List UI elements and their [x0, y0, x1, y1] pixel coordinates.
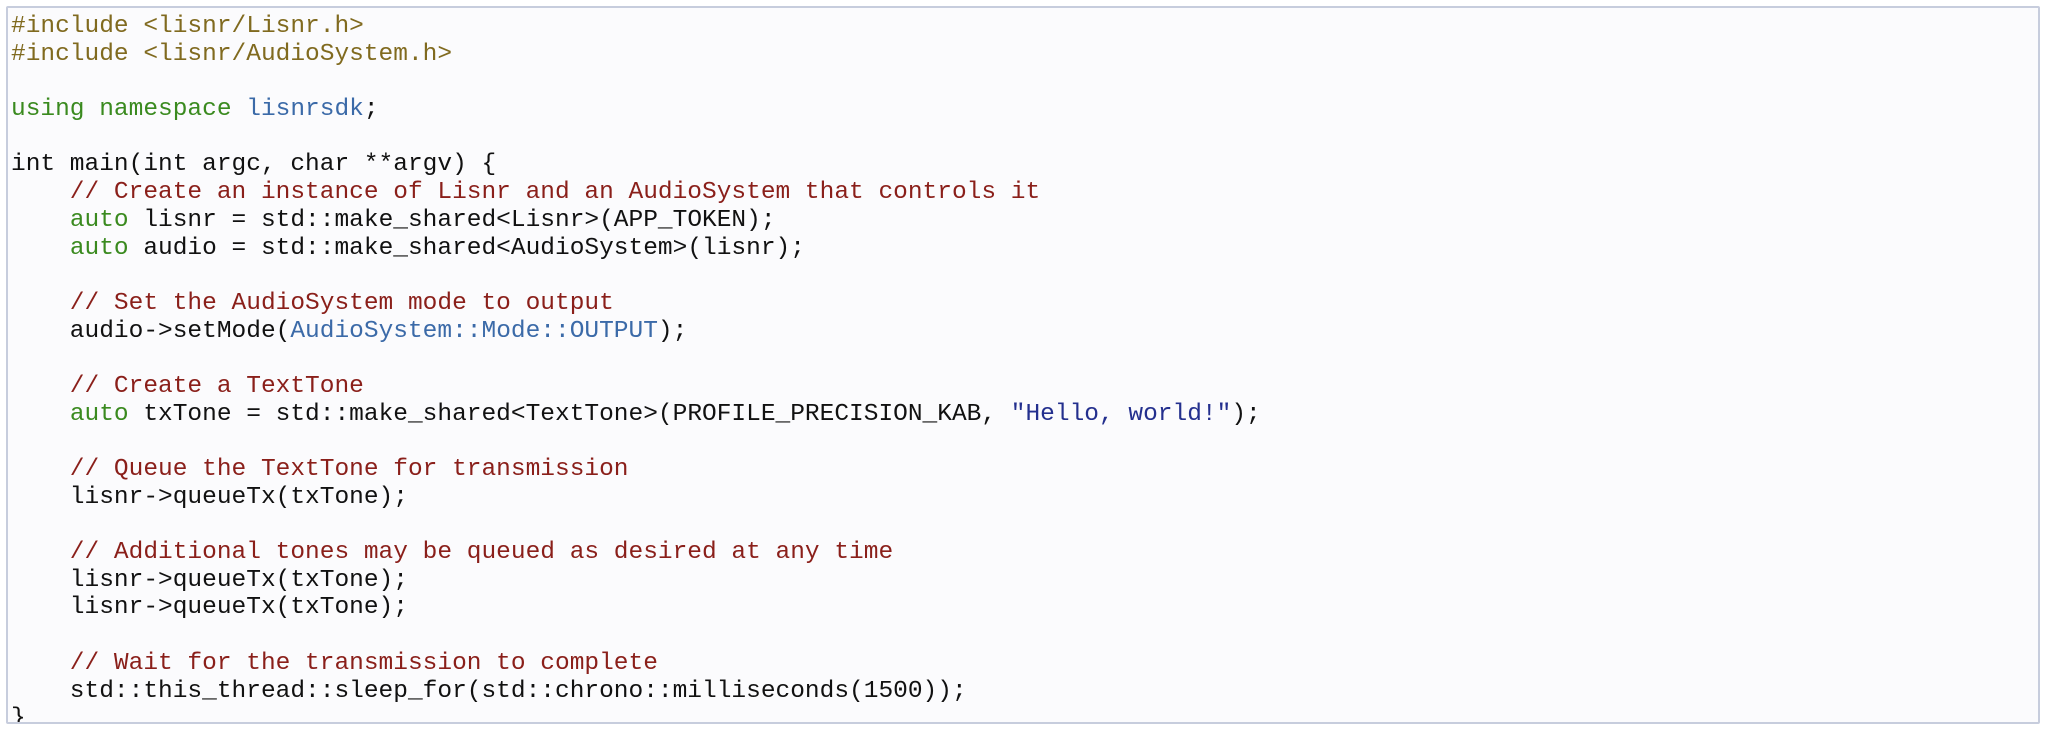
code-block: #include <lisnr/Lisnr.h>#include <lisnr/…: [6, 6, 2040, 724]
code-token: audio->setMode(: [11, 317, 291, 345]
code-token: );: [657, 317, 688, 345]
code-token: // Create a TextTone: [11, 372, 364, 400]
code-token: [11, 401, 70, 428]
code-line: [11, 124, 1261, 152]
code-line: [11, 345, 1261, 373]
code-token: std::this_thread::sleep_for(std::chrono:…: [11, 677, 967, 705]
code-line: std::this_thread::sleep_for(std::chrono:…: [11, 678, 1261, 706]
code-token: ;: [363, 96, 379, 124]
code-line: // Additional tones may be queued as des…: [11, 539, 1261, 567]
code-line: }: [11, 705, 1261, 724]
code-token: // Additional tones may be queued as des…: [11, 539, 894, 567]
code-line: // Create a TextTone: [11, 373, 1261, 401]
code-token: lisnr->queueTx(txTone);: [11, 483, 408, 511]
code-token: [11, 207, 70, 234]
code-line: [11, 428, 1261, 456]
code-token: lisnr->queueTx(txTone);: [11, 566, 408, 594]
code-token: auto: [69, 206, 129, 234]
code-line: // Set the AudioSystem mode to output: [11, 290, 1261, 318]
code-line: [11, 622, 1261, 650]
code-token: #include <lisnr/AudioSystem.h>: [11, 40, 453, 68]
code-token: AudioSystem::Mode::OUTPUT: [290, 317, 658, 345]
code-token: // Set the AudioSystem mode to output: [11, 289, 614, 317]
code-line: [11, 68, 1261, 96]
code-token: txTone = std::make_shared<TextTone>(PROF…: [128, 400, 1011, 428]
code-token: // Queue the TextTone for transmission: [11, 456, 629, 483]
code-token: lisnr->queueTx(txTone);: [11, 594, 408, 622]
code-line: audio->setMode(AudioSystem::Mode::OUTPUT…: [11, 318, 1261, 346]
code-token: lisnrsdk: [246, 96, 364, 124]
code-line: auto lisnr = std::make_shared<Lisnr>(APP…: [11, 207, 1261, 235]
code-line: [11, 262, 1261, 290]
code-token: auto: [69, 400, 129, 428]
code-line: lisnr->queueTx(txTone);: [11, 484, 1261, 512]
code-line: // Wait for the transmission to complete: [11, 650, 1261, 678]
code-line: int main(int argc, char **argv) {: [11, 151, 1261, 179]
code-token: using namespace: [11, 96, 232, 124]
code-token: }: [11, 705, 26, 724]
code-token: "Hello, world!": [1010, 400, 1232, 428]
code-line: lisnr->queueTx(txTone);: [11, 594, 1261, 622]
code-token: lisnr = std::make_shared<Lisnr>(APP_TOKE…: [128, 206, 776, 234]
code-token: #include <lisnr/Lisnr.h>: [11, 13, 364, 40]
code-line: auto audio = std::make_shared<AudioSyste…: [11, 235, 1261, 263]
code-token: // Wait for the transmission to complete: [11, 649, 658, 677]
code-line: // Create an instance of Lisnr and an Au…: [11, 179, 1261, 207]
code-token: [232, 96, 247, 123]
code-line: using namespace lisnrsdk;: [11, 96, 1261, 124]
code-line: // Queue the TextTone for transmission: [11, 456, 1261, 484]
code-line: lisnr->queueTx(txTone);: [11, 567, 1261, 595]
code-line: #include <lisnr/Lisnr.h>: [11, 13, 1261, 41]
code-token: int main(int argc, char **argv) {: [11, 151, 497, 179]
code-line: [11, 511, 1261, 539]
code-line: auto txTone = std::make_shared<TextTone>…: [11, 401, 1261, 429]
code-line: #include <lisnr/AudioSystem.h>: [11, 41, 1261, 69]
code-token: auto: [69, 234, 129, 262]
code-token: // Create an instance of Lisnr and an Au…: [11, 179, 1041, 207]
code-token: );: [1231, 400, 1261, 428]
source-code: #include <lisnr/Lisnr.h>#include <lisnr/…: [11, 13, 1261, 724]
code-token: [11, 235, 70, 262]
code-token: audio = std::make_shared<AudioSystem>(li…: [128, 234, 805, 262]
